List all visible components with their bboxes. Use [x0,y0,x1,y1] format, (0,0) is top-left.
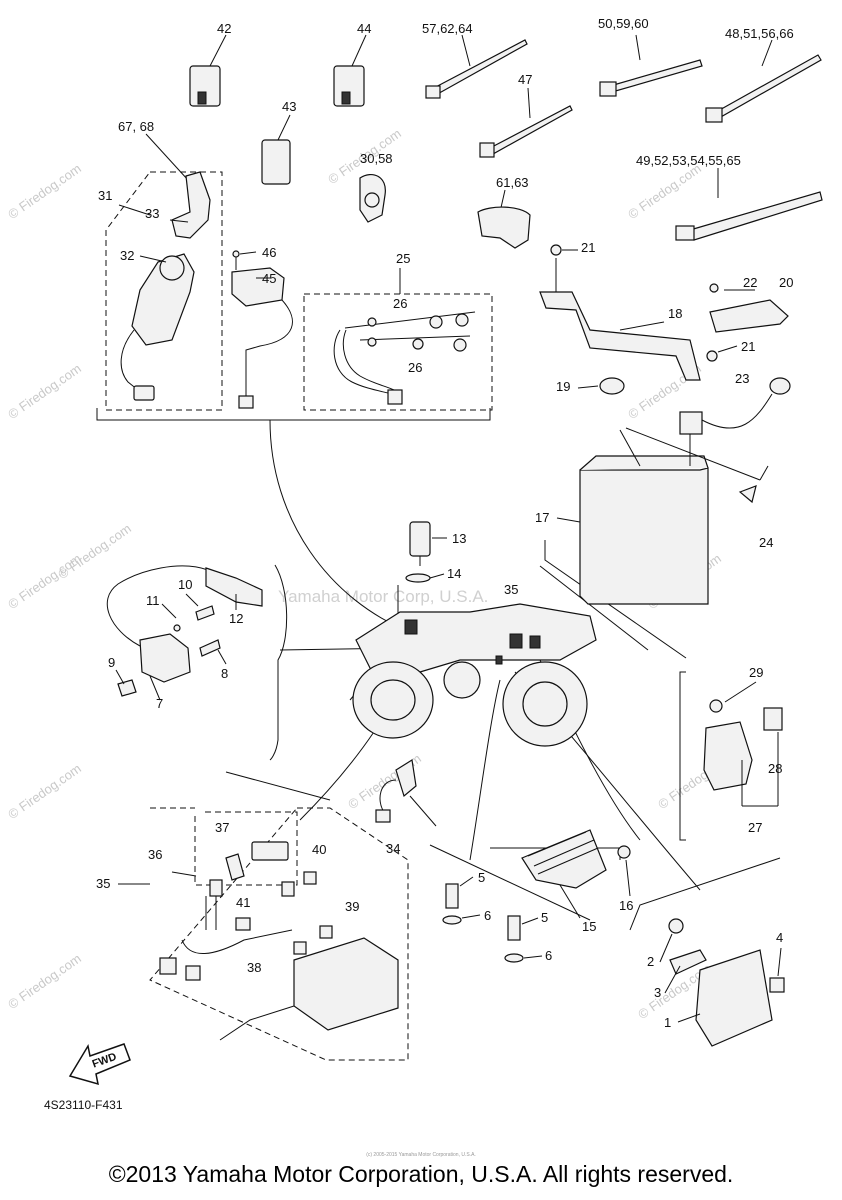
callout-11: 11 [146,593,160,608]
cable-band-47 [479,87,573,158]
cable-band-48 [705,39,822,123]
clamp-30 [359,174,386,223]
callout-5: 5 [541,910,548,925]
callout-47: 47 [518,72,532,87]
callout-14: 14 [447,566,461,581]
callout-24: 24 [759,535,773,550]
wire-harness-25 [333,311,476,405]
callout-57-62-64: 57,62,64 [422,21,473,36]
callout-22: 22 [743,275,757,290]
callout-35: 35 [504,582,518,597]
callout-46: 46 [262,245,276,260]
callout-67-68: 67, 68 [118,119,154,134]
callout-36: 36 [148,847,162,862]
atv-illustration [352,603,597,747]
callout-49-52-53-54-55-65: 49,52,53,54,55,65 [636,153,741,168]
clamp-61 [477,189,531,249]
callout-13: 13 [452,531,466,546]
callout-26: 26 [393,296,407,311]
group-boxes [105,171,493,1061]
callout-20: 20 [779,275,793,290]
callout-50-59-60: 50,59,60 [598,16,649,31]
battery-bracket [539,244,791,605]
tiny-copyright-note: (c) 2005-2015 Yamaha Motor Corporation, … [366,1152,476,1158]
callout-2: 2 [647,954,654,969]
callout-1: 1 [664,1015,671,1030]
callout-16: 16 [619,898,633,913]
cable-band-49 [675,168,823,241]
coupler-43 [261,114,291,185]
callout-29: 29 [749,665,763,680]
callout-19: 19 [556,379,570,394]
callout-48-51-56-66: 48,51,56,66 [725,26,794,41]
watermark-firedog: © Firedog.com [55,521,134,582]
watermark-firedog: © Firedog.com [5,361,84,422]
callout-34: 34 [386,841,400,856]
fuse-box-parts [159,841,399,1041]
top-parts [189,34,823,249]
copyright-notice: ©2013 Yamaha Motor Corporation, U.S.A. A… [108,1161,734,1187]
main-switch [120,133,211,401]
callout-42: 42 [217,21,231,36]
bolts [442,883,524,963]
callout-17: 17 [535,510,549,525]
watermark-firedog: © Firedog.com [5,951,84,1012]
fuse-box-sub [194,811,298,886]
callout-12: 12 [229,611,243,626]
callout-26: 26 [408,360,422,375]
callout-28: 28 [768,761,782,776]
callout-21: 21 [741,339,755,354]
callout-35: 35 [96,876,110,891]
label-ticks [115,204,782,1023]
callout-9: 9 [108,655,115,670]
coupler-44 [333,34,367,107]
callout-43: 43 [282,99,296,114]
sensor-13 [405,521,431,583]
callout-33: 33 [145,206,159,221]
callout-32: 32 [120,248,134,263]
cable-band-50 [599,34,703,97]
callout-44: 44 [357,21,371,36]
relay-45 [231,250,293,409]
drawing-number: 4S23110-F431 [44,1098,123,1112]
callout-8: 8 [221,666,228,681]
callout-31: 31 [98,188,112,203]
main-switch-box [105,171,223,411]
callout-10: 10 [178,577,192,592]
callout-25: 25 [396,251,410,266]
watermark-firedog: © Firedog.com [5,761,84,822]
callout-15: 15 [582,919,596,934]
callout-21: 21 [581,240,595,255]
watermark-firedog: © Firedog.com [625,161,704,222]
ignition-coil [106,565,263,697]
starter-relay [703,681,783,807]
callout-39: 39 [345,899,359,914]
wire-harness-box [303,293,493,411]
rectifier [521,829,631,889]
callout-37: 37 [215,820,229,835]
callout-40: 40 [312,842,326,857]
callout-labels: 42 44 57,62,64 50,59,60 48,51,56,66 43 4… [96,16,794,1030]
callout-61-63: 61,63 [496,175,529,190]
callout-7: 7 [156,696,163,711]
callout-6: 6 [484,908,491,923]
callout-18: 18 [668,306,682,321]
coupler-42 [189,34,227,107]
callout-4: 4 [776,930,783,945]
callout-3: 3 [654,985,661,1000]
callout-6: 6 [545,948,552,963]
battery-box-group [149,807,409,1061]
callout-5: 5 [478,870,485,885]
callout-23: 23 [735,371,749,386]
watermark-firedog: © Firedog.com [5,161,84,222]
fwd-arrow-icon: FWD [68,1043,131,1086]
cable-band-57 [425,34,528,99]
callout-41: 41 [236,895,250,910]
watermark-center: Yamaha Motor Corp, U.S.A. [278,587,488,606]
callout-27: 27 [748,820,762,835]
callout-38: 38 [247,960,261,975]
callout-30-58: 30,58 [360,151,393,166]
neutral-switch [375,759,437,827]
